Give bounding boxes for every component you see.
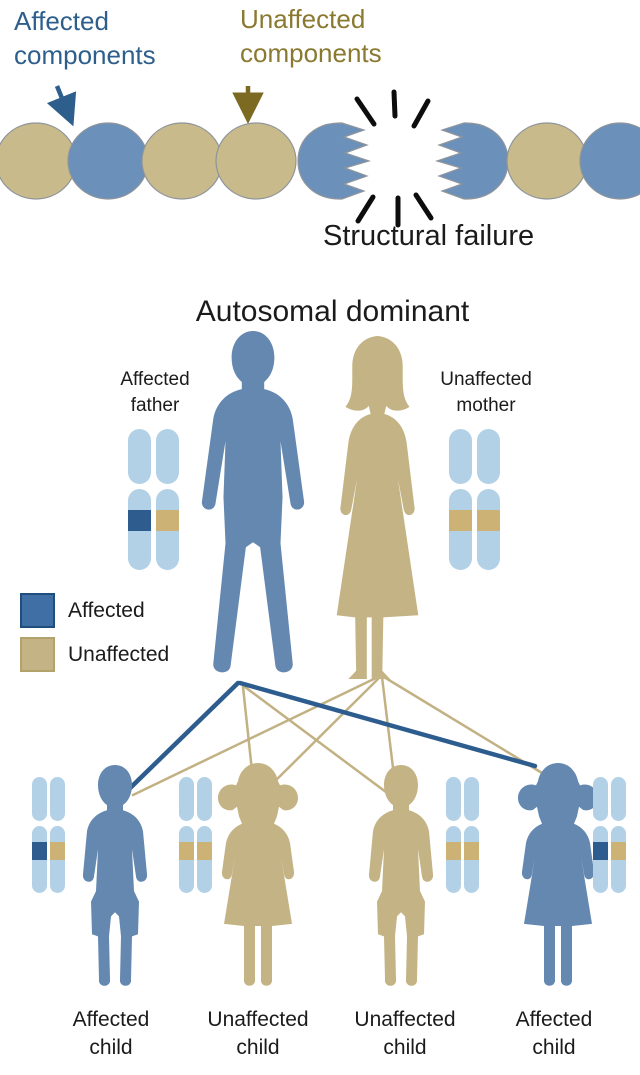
chromosome (446, 777, 461, 893)
affected-components-label: Affected components (14, 6, 156, 70)
chain-segment-blue (579, 122, 640, 200)
allele-band-unaffected (477, 510, 500, 531)
allele-band-unaffected (611, 842, 626, 860)
child-1-chromosome-pair (32, 777, 65, 893)
line-father-child3 (243, 685, 400, 803)
chain-segment-blue (67, 122, 149, 200)
child-4-silhouette (518, 763, 598, 986)
father-label: Affected father (120, 369, 190, 416)
allele-band-unaffected (446, 842, 461, 860)
legend-item-affected: Affected (20, 593, 169, 628)
child-4-label: Affected child (515, 1008, 593, 1060)
chromosome (464, 777, 479, 893)
child-2-silhouette (218, 763, 298, 986)
child-2-chromosome-pair (179, 777, 212, 893)
chromosome (32, 777, 47, 893)
allele-band-affected (128, 510, 151, 531)
allele-band-unaffected (179, 842, 194, 860)
chromosome (156, 429, 179, 570)
allele-band-affected (593, 842, 608, 860)
child-4-chromosome-pair (593, 777, 626, 893)
child-1-label: Affected child (72, 1008, 150, 1060)
father-chromosome-pair (128, 429, 179, 570)
chromosome (611, 777, 626, 893)
allele-band-unaffected (464, 842, 479, 860)
chain-segment-tan (0, 122, 77, 200)
legend-label: Unaffected (68, 642, 170, 666)
affected-swatch (20, 593, 55, 628)
chromosome (449, 429, 472, 570)
pedigree-title: Autosomal dominant (195, 295, 470, 328)
allele-band-unaffected (156, 510, 179, 531)
line-mother-child2 (255, 675, 382, 801)
chain-segment-broken-right (434, 122, 509, 200)
chromosome (593, 777, 608, 893)
chromosome (128, 429, 151, 570)
child-3-label: Unaffected child (354, 1008, 456, 1060)
line-father-child1 (122, 680, 241, 796)
legend-item-unaffected: Unaffected (20, 637, 169, 672)
legend: Affected Unaffected (20, 593, 169, 681)
child-1-silhouette (82, 765, 148, 986)
line-mother-child1 (131, 675, 380, 797)
pedigree-diagram: Autosomal dominant Affected father Unaff… (0, 283, 640, 1075)
mother-chromosome-pair (449, 429, 500, 570)
allele-band-affected (32, 842, 47, 860)
allele-band-unaffected (449, 510, 472, 531)
legend-label: Affected (68, 598, 145, 622)
line-father-child4 (237, 680, 538, 769)
affected-arrow-icon (46, 85, 77, 127)
child-2-label: Unaffected child (207, 1008, 309, 1060)
chain-segment-tan (141, 122, 223, 200)
child-3-chromosome-pair (446, 777, 479, 893)
child-3-silhouette (368, 765, 434, 986)
chain-segment-tan (506, 122, 588, 200)
chain-segment-tan (215, 122, 297, 200)
mother-label: Unaffected mother (440, 369, 532, 416)
chromosome (179, 777, 194, 893)
allele-band-unaffected (50, 842, 65, 860)
component-chain-graphic (0, 85, 640, 228)
father-silhouette (201, 331, 305, 673)
chromosome (50, 777, 65, 893)
line-mother-child4 (382, 675, 544, 775)
structural-failure-label: Structural failure (323, 220, 535, 252)
impact-burst-icon (354, 89, 434, 228)
chromosome (197, 777, 212, 893)
chromosome (477, 429, 500, 570)
mother-silhouette (336, 336, 419, 679)
unaffected-swatch (20, 637, 55, 672)
chain-segment-broken-left (297, 122, 372, 200)
unaffected-components-label: Unaffected components (240, 4, 382, 68)
allele-band-unaffected (197, 842, 212, 860)
